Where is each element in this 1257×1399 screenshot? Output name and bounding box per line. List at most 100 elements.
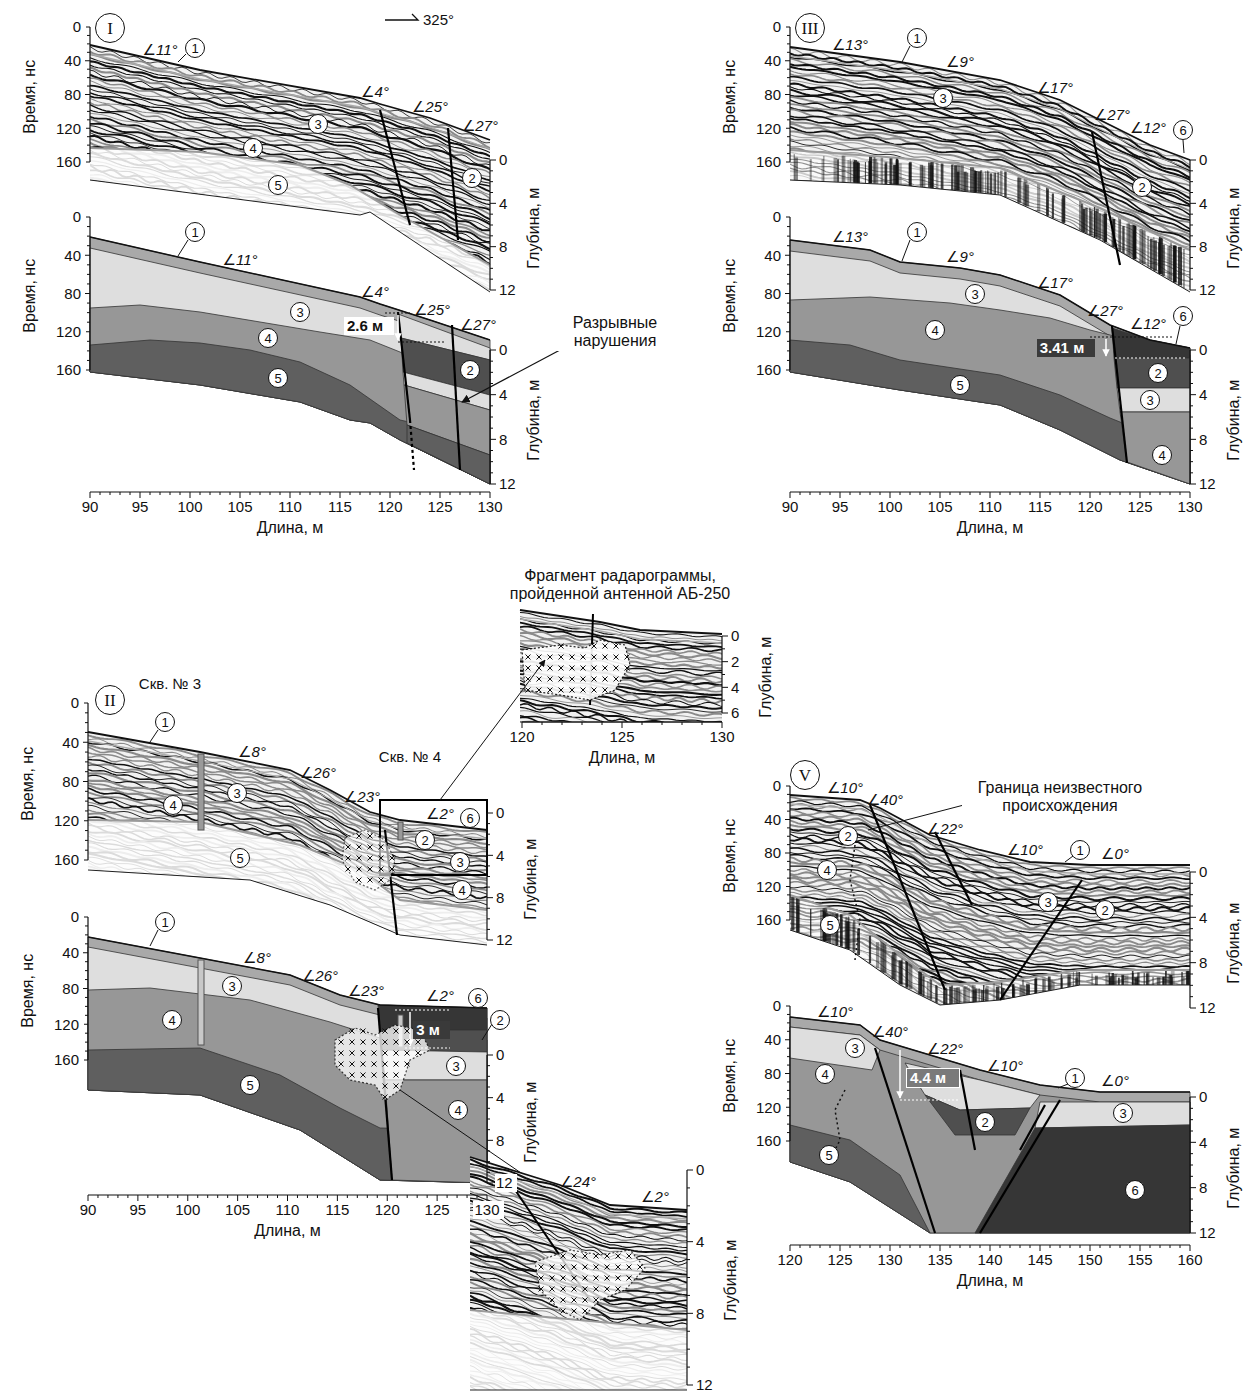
- axis-tick: [417, 1195, 418, 1198]
- anomaly-mark: [383, 1062, 388, 1067]
- axis-tick: [787, 861, 790, 862]
- anomaly-mark: [368, 834, 373, 839]
- section-layer: [790, 297, 1190, 484]
- axis-tick-label: 0: [772, 208, 786, 225]
- anomaly-mark: [616, 1276, 621, 1281]
- axis-tick: [687, 1223, 690, 1224]
- axis-tick: [1190, 985, 1193, 986]
- anomaly-mark: [339, 1062, 344, 1067]
- anomaly-mark: [581, 677, 586, 682]
- axis-tick: [1190, 472, 1193, 473]
- drawing-part: [1061, 978, 1063, 988]
- drawing-part: [1095, 976, 1098, 985]
- drawing-part: [928, 162, 931, 187]
- callout-number: 5: [268, 175, 288, 195]
- drawing-part: [869, 156, 872, 184]
- drawing-part: [970, 167, 974, 192]
- borehole: [198, 754, 204, 830]
- callout-number: 2: [975, 1112, 995, 1132]
- axis-tick: [87, 236, 90, 237]
- axis-tick: [87, 245, 90, 246]
- callout-text: 3: [233, 787, 240, 800]
- drawing-part: [974, 170, 976, 192]
- axis-tick: [85, 979, 88, 980]
- drawing-line: [520, 619, 722, 643]
- axis-tick: [487, 1172, 490, 1173]
- axis-tick: [307, 1195, 308, 1198]
- anomaly-mark: [627, 1276, 632, 1281]
- anomaly-mark: [405, 1040, 410, 1045]
- drawing-part: [857, 929, 860, 955]
- anomaly-mark: [390, 856, 395, 861]
- slope-angle: ∠11°: [222, 251, 259, 268]
- anomaly-mark: [537, 688, 542, 693]
- axis-tick: [722, 687, 728, 688]
- axis-tick-label: 135: [926, 1251, 957, 1268]
- axis-tick: [1010, 1245, 1011, 1248]
- anomaly-mark: [592, 688, 597, 693]
- drawing-part: [1122, 226, 1124, 253]
- anomaly-mark: [592, 688, 597, 693]
- anomaly-mark: [559, 666, 564, 671]
- axis-title: Время, нс: [721, 811, 739, 894]
- leader-line: [482, 1024, 492, 1040]
- offset-value: 3.41 м: [1037, 339, 1095, 356]
- axis-tick: [687, 1367, 690, 1368]
- fault-line: [452, 325, 460, 470]
- axis-tick-label: 110: [277, 498, 306, 515]
- callout-number: 3: [1113, 1103, 1133, 1123]
- axis-tick-label: 120: [376, 498, 407, 515]
- axis-tick: [1190, 181, 1193, 182]
- anomaly-mark: [572, 1265, 577, 1270]
- callout-text: 3: [1119, 1107, 1126, 1120]
- drawing-part: [852, 923, 855, 951]
- drawing-part: [1132, 970, 1134, 985]
- drawing-part: [1132, 225, 1136, 259]
- axis-tick: [787, 350, 790, 351]
- callout-number: 4: [452, 880, 472, 900]
- axis-tick: [147, 1195, 148, 1198]
- anomaly-mark: [550, 1298, 555, 1303]
- axis-tick: [970, 1245, 971, 1248]
- axis-tick: [1190, 1245, 1191, 1251]
- drawing-part: [1094, 206, 1095, 237]
- callout-number: 1: [185, 222, 205, 242]
- axis-tick: [490, 350, 496, 351]
- axis-tick: [427, 1195, 428, 1198]
- axis-tick: [662, 722, 663, 725]
- axis-tick: [562, 722, 563, 725]
- callout-text: 3: [228, 980, 235, 993]
- slope-angle: ∠12°: [1130, 315, 1168, 332]
- axis-tick: [447, 1195, 448, 1198]
- axis-tick: [117, 1195, 118, 1198]
- axis-tick: [277, 1195, 278, 1198]
- anomaly-mark: [550, 1276, 555, 1281]
- anomaly-mark: [357, 867, 362, 872]
- axis-tick: [1190, 872, 1196, 873]
- drawing-part: [1172, 977, 1173, 985]
- axis-tick-label: 4: [1198, 909, 1212, 926]
- axis-tick: [270, 492, 271, 495]
- callout-number: 5: [230, 848, 250, 868]
- axis-tick-label: 100: [176, 498, 207, 515]
- anomaly-mark: [570, 655, 575, 660]
- anomaly-mark: [394, 1029, 399, 1034]
- axis-tick-label: 0: [1198, 863, 1212, 880]
- drawing-part: [1129, 225, 1132, 257]
- axis-tick: [940, 1245, 941, 1251]
- axis-tick: [347, 1195, 348, 1198]
- anomaly-mark: [368, 878, 373, 883]
- azimuth-symbol: [385, 14, 418, 20]
- anomaly-mark: [357, 878, 362, 883]
- anomaly-mark: [383, 1084, 388, 1089]
- axis-tick: [1190, 450, 1193, 451]
- axis-tick-label: 0: [495, 1046, 509, 1063]
- axis-tick: [487, 1087, 490, 1088]
- anomaly-mark: [350, 1062, 355, 1067]
- anomaly-mark: [614, 677, 619, 682]
- axis-tick: [85, 997, 88, 998]
- axis-tick: [1080, 492, 1081, 495]
- axis-tick: [1190, 894, 1193, 895]
- anomaly-mark: [379, 845, 384, 850]
- axis-tick: [1180, 1245, 1181, 1248]
